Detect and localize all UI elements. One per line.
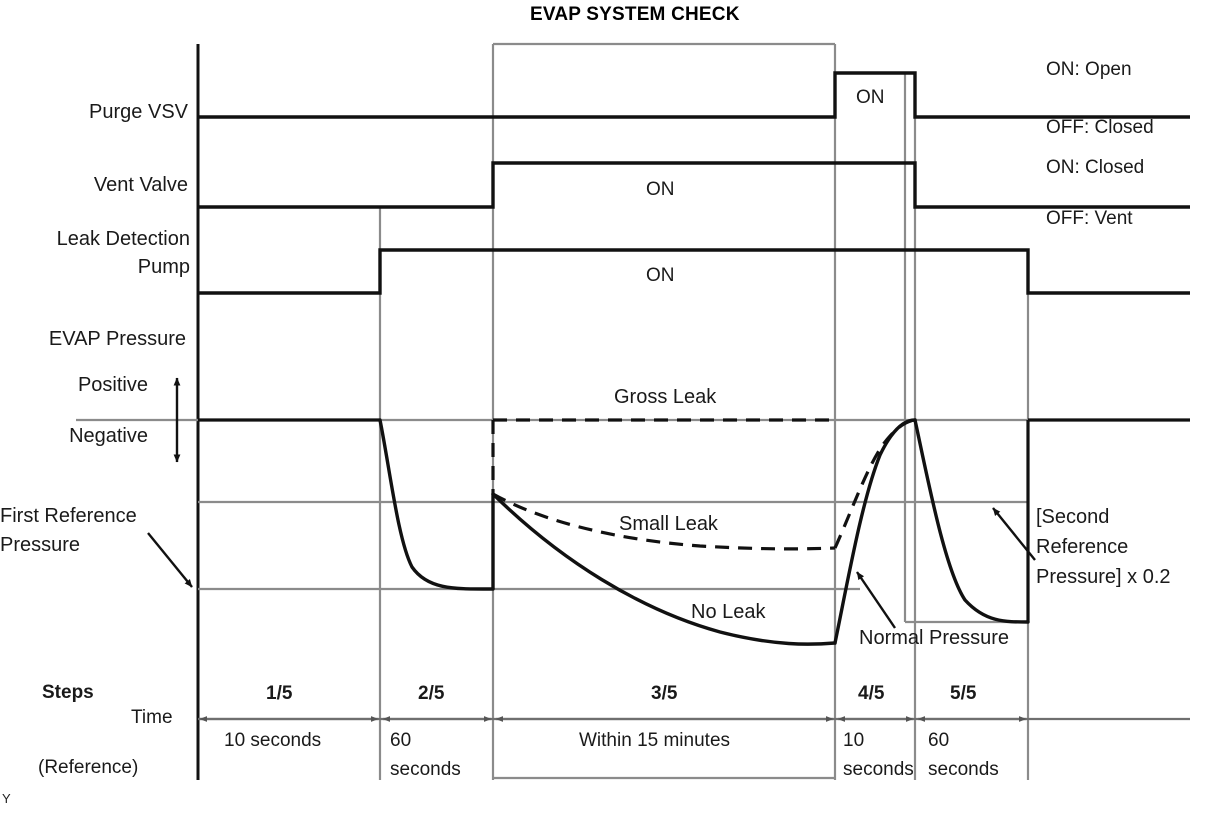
axis-reference-label: (Reference) [38, 757, 139, 778]
row-label-evap-pressure: EVAP Pressure [48, 328, 186, 350]
step-boundary-gridlines [378, 44, 1030, 780]
curve-label-no-leak: No Leak [691, 601, 766, 623]
step-name-1: 1/5 [266, 683, 293, 704]
leak-detection-pump-signal [198, 248, 1190, 295]
first-reference-arrow [147, 532, 193, 588]
step-duration-5-line2: seconds [928, 759, 999, 780]
legend-purge-on: ON: Open [1046, 59, 1132, 80]
step-name-5: 5/5 [950, 683, 977, 704]
legend-purge-off: OFF: Closed [1046, 117, 1154, 138]
row-label-leak-detection-pump-line2: Pump [137, 256, 190, 278]
curve-label-normal-pressure: Normal Pressure [859, 627, 1010, 649]
step-duration-1: 10 seconds [224, 730, 322, 751]
annotation-second-reference-line2: Reference [1036, 536, 1129, 558]
axis-steps-label: Steps [42, 682, 94, 703]
leak-pump-on-label: ON [646, 265, 675, 286]
vent-valve-signal [198, 161, 1190, 209]
annotation-first-reference-line2: Pressure [0, 534, 81, 556]
annotation-first-reference-line1: First Reference [0, 505, 137, 527]
gross-leak-trace [198, 418, 1190, 622]
legend-vent-on: ON: Closed [1046, 157, 1145, 178]
no-leak-trace [378, 418, 1030, 646]
purge-vsv-signal [198, 71, 1190, 119]
annotation-arrows [147, 507, 1036, 629]
step-name-3: 3/5 [651, 683, 678, 704]
step-name-4: 4/5 [858, 683, 885, 704]
step-region-outlines [493, 42, 915, 780]
step-duration-2-line2: seconds [390, 759, 461, 780]
step-duration-2-line1: 60 [390, 730, 412, 751]
step-name-2: 2/5 [418, 683, 445, 704]
stray-mark: Y [2, 791, 11, 806]
row-label-purge-vsv: Purge VSV [89, 101, 188, 123]
step-duration-5-line1: 60 [928, 730, 950, 751]
annotation-second-reference-line1: [Second [1036, 506, 1110, 528]
curve-label-small-leak: Small Leak [619, 513, 718, 535]
page-title: EVAP SYSTEM CHECK [530, 4, 740, 25]
legend-vent-off: OFF: Vent [1046, 208, 1133, 229]
second-reference-arrow [992, 507, 1036, 561]
axis-time-label: Time [131, 707, 173, 728]
row-label-vent-valve: Vent Valve [93, 174, 188, 196]
annotation-second-reference-line3: Pressure] x 0.2 [1036, 566, 1171, 588]
normal-pressure-arrow [856, 571, 896, 629]
axis-label-negative: Negative [69, 425, 148, 447]
vent-valve-on-label: ON [646, 179, 675, 200]
step-duration-4-line1: 10 [843, 730, 865, 751]
purge-vsv-on-label: ON [856, 87, 885, 108]
axis-label-positive: Positive [77, 374, 148, 396]
step-duration-4-line2: seconds [843, 759, 914, 780]
row-label-leak-detection-pump-line1: Leak Detection [56, 228, 190, 250]
step-duration-3: Within 15 minutes [579, 730, 731, 751]
curve-label-gross-leak: Gross Leak [614, 386, 717, 408]
